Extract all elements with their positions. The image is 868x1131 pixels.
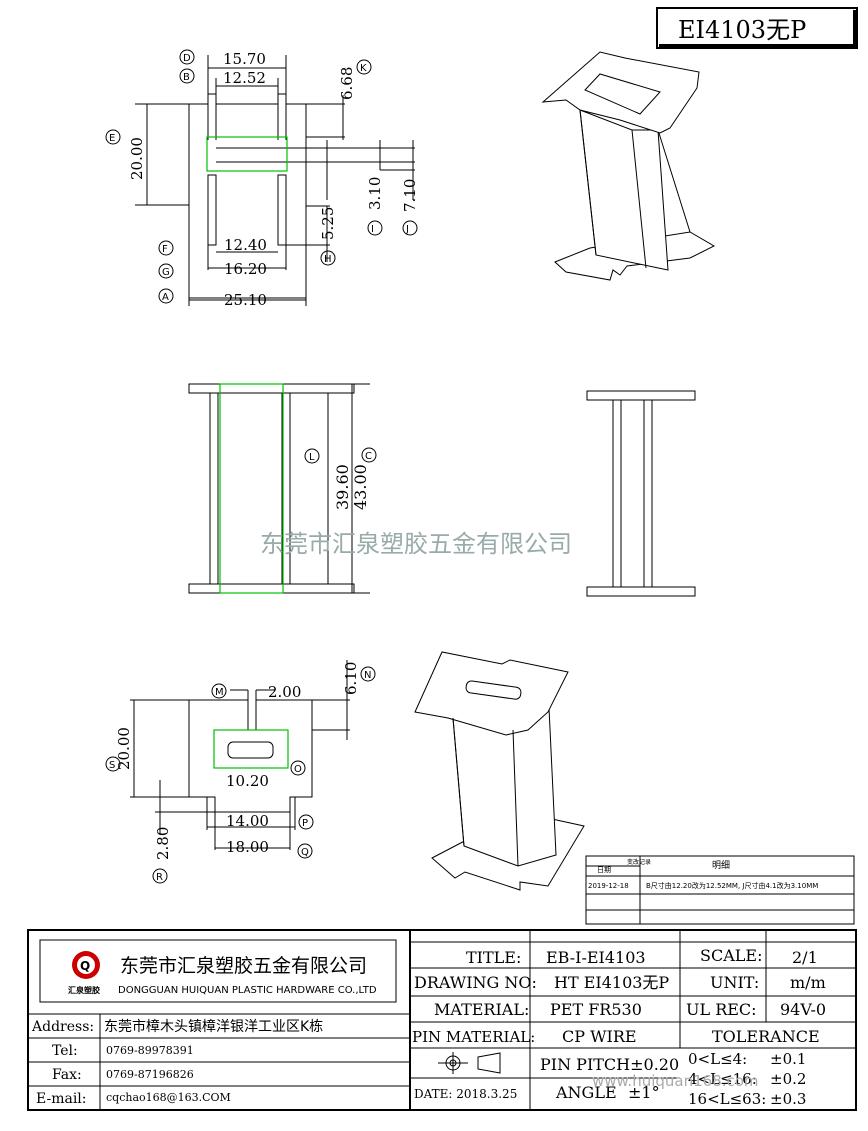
rev-row-detail: B尺寸由12.20改为12.52MM, J尺寸由4.1改为3.10MM — [646, 881, 818, 890]
projection-symbol-icon — [438, 1052, 501, 1074]
dim-c-label: C — [365, 451, 372, 462]
watermark-company: 东莞市汇泉塑胶五金有限公司 — [260, 530, 572, 558]
date: DATE: 2018.3.25 — [414, 1087, 517, 1101]
dim-a-value: 25.10 — [224, 291, 267, 309]
front-view: 39.60 L 43.00 C — [188, 383, 377, 594]
dim-g-label: G — [162, 267, 170, 278]
dim-s-label: S — [109, 760, 115, 771]
dim-l-value: 39.60 — [333, 464, 352, 510]
material-label: MATERIAL: — [434, 1000, 529, 1019]
tol-value-1: ±0.1 — [770, 1050, 806, 1068]
dim-e-value: 20.00 — [128, 137, 146, 180]
dim-r-label: R — [156, 872, 163, 883]
dim-k-label: K — [360, 63, 367, 74]
dim-l-label: L — [309, 452, 315, 463]
side-view — [586, 390, 696, 597]
dim-n-value: 6.10 — [342, 662, 360, 695]
tol-value-2: ±0.2 — [770, 1070, 806, 1088]
company-name-en: DONGGUAN HUIQUAN PLASTIC HARDWARE CO.,LT… — [118, 985, 377, 996]
part-title: EI4103无P — [678, 16, 806, 44]
company-name-cn: 东莞市汇泉塑胶五金有限公司 — [120, 955, 367, 977]
dim-a-label: A — [162, 292, 169, 303]
dim-h-label: H — [324, 254, 332, 265]
angle-value: ±1° — [628, 1083, 660, 1102]
title-block: Q 汇泉塑胶 东莞市汇泉塑胶五金有限公司 DONGGUAN HUIQUAN PL… — [27, 929, 857, 1111]
dim-m-value: 2.00 — [268, 683, 301, 701]
title-label: TITLE: — [466, 948, 521, 967]
dim-f-label: F — [162, 244, 168, 255]
dim-r-value: 2.80 — [154, 827, 172, 860]
dim-j-label: J — [405, 224, 409, 235]
fax-label: Fax: — [52, 1067, 82, 1083]
rev-row-date: 2019-12-18 — [588, 882, 629, 890]
tol-value-3: ±0.3 — [770, 1090, 806, 1108]
dim-b-value: 12.52 — [223, 69, 266, 87]
dim-f-value: 12.40 — [224, 236, 267, 254]
dim-i-value: 3.10 — [366, 177, 384, 210]
isometric-view-lower — [414, 651, 585, 891]
tol-range-3: 16<L≤63: — [688, 1090, 766, 1108]
tol-range-2: 4<L≤16: — [688, 1070, 757, 1088]
dim-h-value: 5.25 — [319, 207, 337, 240]
pin-pitch: PIN PITCH±0.20 — [540, 1055, 679, 1074]
top-view: D 15.70 B 12.52 6.68 K E 20.00 3.10 I 7.… — [105, 49, 419, 309]
tel-value: 0769-89978391 — [106, 1044, 194, 1057]
dim-m-label: M — [215, 687, 224, 698]
email-value: cqchao168@163.COM — [106, 1091, 231, 1104]
dim-i-label: I — [371, 224, 374, 235]
pin-material-label: PIN MATERIAL: — [412, 1028, 535, 1046]
dim-n-label: N — [364, 670, 371, 681]
rev-col-date: 日期 — [597, 866, 611, 874]
drawing-no-value: HT EI4103无P — [554, 973, 669, 992]
dim-p-value: 14.00 — [226, 812, 269, 830]
address-value: 东莞市樟木头镇樟洋银洋工业区K栋 — [104, 1018, 323, 1035]
address-label: Address: — [31, 1019, 94, 1035]
dim-c-value: 43.00 — [351, 464, 370, 510]
pin-material-value: CP WIRE — [562, 1027, 637, 1046]
dim-k-value: 6.68 — [338, 67, 356, 100]
material-value: PET FR530 — [550, 1000, 642, 1019]
bottom-view: M 2.00 6.10 N S 20.00 10.20 O 14.00 P 18… — [105, 660, 376, 884]
ul-rec-value: 94V-0 — [780, 1000, 826, 1019]
revision-table: 日期 变改记录 明细 2019-12-18 B尺寸由12.20改为12.52MM… — [585, 855, 855, 925]
isometric-view-upper — [541, 51, 716, 281]
scale-value: 2/1 — [792, 948, 818, 967]
dim-e-label: E — [109, 133, 115, 144]
unit-value: m/m — [790, 973, 826, 992]
logo-letter: Q — [80, 959, 90, 973]
footer-watermark: www.huiquan168.com — [592, 1072, 759, 1090]
logo-text: 汇泉塑胶 — [68, 985, 100, 995]
drawing-no-label: DRAWING NO: — [414, 973, 537, 992]
dim-b-label: B — [183, 72, 190, 83]
dim-q-value: 18.00 — [226, 838, 269, 856]
tol-range-1: 0<L≤4: — [688, 1050, 747, 1068]
dim-p-label: P — [302, 818, 308, 829]
scale-label: SCALE: — [700, 946, 762, 965]
dim-g-value: 16.20 — [224, 260, 267, 278]
fax-value: 0769-87196826 — [106, 1068, 194, 1081]
dim-d-value: 15.70 — [223, 50, 266, 68]
angle-label: ANGLE — [555, 1083, 617, 1102]
email-label: E-mail: — [36, 1091, 87, 1107]
tolerance-label: TOLERANCE — [712, 1027, 820, 1046]
dim-o-label: O — [294, 764, 302, 775]
unit-label: UNIT: — [710, 973, 759, 992]
tel-label: Tel: — [52, 1043, 78, 1059]
dim-d-label: D — [183, 53, 191, 64]
title-value: EB-I-EI4103 — [546, 948, 646, 967]
rev-col-record: 变改记录 — [627, 858, 651, 866]
rev-col-detail: 明细 — [712, 859, 730, 871]
dim-s-value: 20.00 — [115, 727, 133, 770]
dim-q-label: Q — [301, 847, 309, 858]
part-title-box: EI4103无P — [656, 7, 858, 49]
dim-j-value: 7.10 — [401, 179, 419, 212]
dim-o-value: 10.20 — [226, 772, 269, 790]
ul-rec-label: UL REC: — [686, 1000, 757, 1019]
